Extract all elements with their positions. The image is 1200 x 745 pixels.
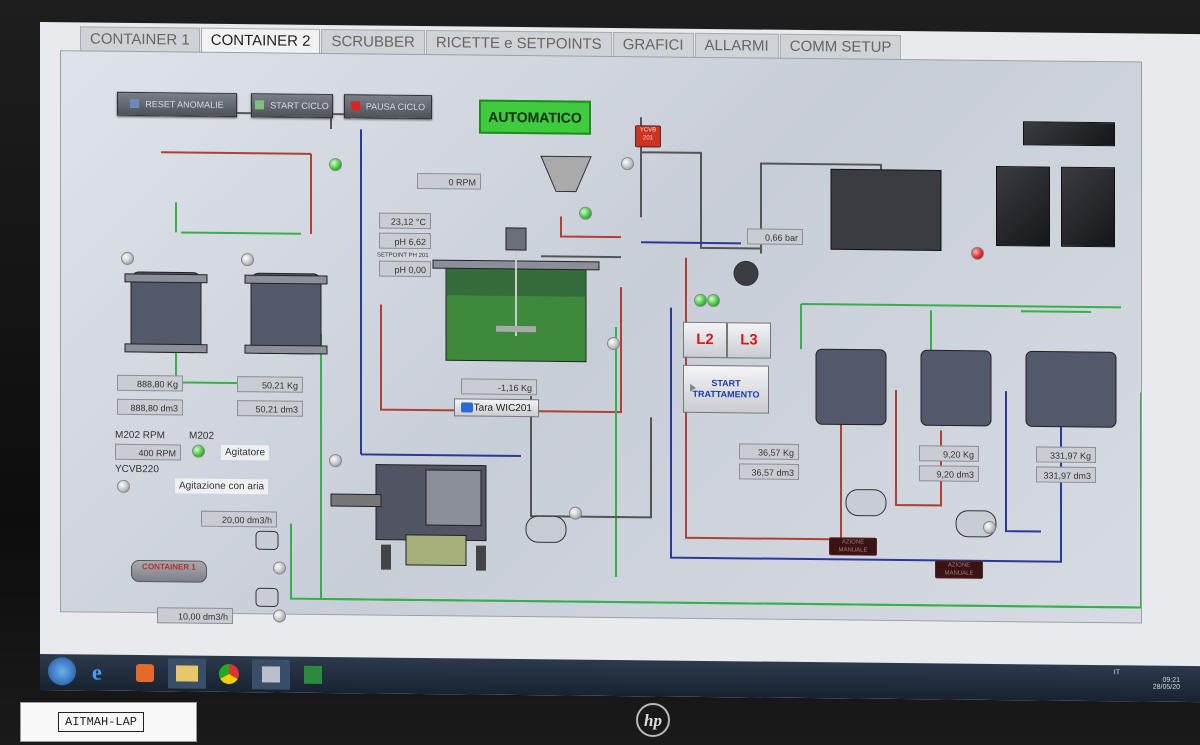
pump-pp202 [525, 515, 567, 543]
chrome-icon[interactable] [210, 659, 248, 689]
reset-icon [130, 98, 140, 109]
excel-icon[interactable] [294, 660, 332, 690]
filter-press [330, 464, 487, 571]
valve-led-2 [241, 253, 254, 267]
tank1-volume: 888,80 dm3 [117, 398, 183, 416]
file-explorer-icon[interactable] [168, 658, 206, 689]
tank-left-1 [124, 271, 208, 354]
pipe-network [124, 111, 1141, 609]
hp-logo: hp [636, 703, 670, 737]
flow-readout-1: 20,00 dm3/h [201, 510, 277, 528]
reset-anomalies-button[interactable]: RESET ANOMALIE [117, 91, 237, 118]
pv-led-2 [273, 609, 286, 623]
tank1-weight: 888,80 Kg [117, 374, 183, 392]
manual-action-label-2: AZIONE MANUALE [935, 560, 983, 579]
pump-led-pp202 [569, 506, 582, 520]
asset-sticker: AITMAH-LAP [20, 702, 197, 742]
check-icon [255, 100, 265, 110]
pressure-readout: 0,66 bar [747, 228, 803, 245]
tank4-volume: 9,20 dm3 [919, 465, 979, 482]
tare-button[interactable]: Tara WIC201 [454, 398, 539, 418]
process-diagram-panel: RESET ANOMALIE START CICLO PAUSA CICLO A… [60, 50, 1142, 625]
start-orb-icon[interactable] [48, 657, 76, 686]
tank-left-2 [244, 272, 328, 355]
valve-ycvb201-tag[interactable]: YCVB 201 [635, 125, 661, 148]
ycvb220-label: YCVB220 [115, 463, 159, 476]
setpoint-ph-readout: pH 0,00 [379, 260, 431, 278]
l3-button[interactable]: L3 [727, 322, 771, 359]
m202-rpm-readout: 400 RPM [115, 443, 181, 461]
valve-led-1 [121, 251, 134, 265]
flow-readout-2: 10,00 dm3/h [157, 607, 233, 625]
alarm-led [971, 246, 984, 260]
setpoint-ph-label: SETPOINT PH 201 [377, 252, 429, 260]
tank4-weight: 9,20 Kg [919, 445, 979, 462]
language-indicator[interactable]: IT [1113, 669, 1120, 677]
tank2-volume: 50,21 dm3 [237, 400, 303, 417]
storage-tank [830, 168, 942, 251]
internet-explorer-icon[interactable]: e [92, 659, 102, 685]
hopper-status-led [579, 206, 592, 220]
control-cabinet-2 [1061, 166, 1115, 248]
valve-led-5 [329, 454, 342, 468]
reactor-temp-readout: 23,12 °C [379, 212, 431, 230]
tab-recipes[interactable]: RICETTE e SETPOINTS [425, 30, 612, 57]
tab-alarms[interactable]: ALLARMI [694, 32, 779, 59]
tab-container-1[interactable]: CONTAINER 1 [80, 26, 200, 53]
asset-tag-text: AITMAH-LAP [58, 712, 145, 732]
reactor-ph-readout: pH 6,62 [379, 232, 431, 250]
l2-button[interactable]: L2 [683, 321, 727, 359]
pump-pp203 [845, 489, 887, 517]
m202-rpm-label: M202 RPM [115, 429, 166, 442]
container-1-button[interactable]: CONTAINER 1 [131, 559, 207, 583]
pause-cycle-button[interactable]: PAUSA CICLO [344, 94, 432, 120]
mode-indicator: AUTOMATICO [479, 99, 591, 135]
media-player-icon[interactable] [126, 658, 164, 688]
tab-charts[interactable]: GRAFICI [612, 31, 694, 58]
pump-status-led-2 [707, 293, 720, 308]
clock-date[interactable]: 28/05/20 [1152, 683, 1180, 691]
pump-led-pp204 [983, 520, 996, 535]
m202-label: M202 [189, 430, 215, 442]
tank3-volume: 36,57 dm3 [739, 463, 799, 480]
control-cabinet-1 [996, 166, 1050, 247]
pv-led-1 [273, 561, 286, 575]
tare-icon [461, 402, 473, 413]
valve-led-3 [607, 336, 620, 351]
manual-action-label-1: AZIONE MANUALE [829, 537, 877, 556]
reactor-weight-readout: -1,16 Kg [461, 378, 537, 396]
pause-icon [350, 101, 360, 111]
hmi-app-icon[interactable] [252, 659, 290, 690]
system-tray: IT 09:21 28/05/20 [1114, 669, 1180, 691]
tank5-weight: 331,97 Kg [1036, 446, 1096, 464]
agitator-rpm-readout: 0 RPM [417, 172, 481, 190]
valve-led-4 [621, 157, 634, 171]
play-icon [690, 383, 696, 392]
air-agitation-button[interactable]: Agitazione con aria [175, 478, 269, 495]
tab-comm-setup[interactable]: COMM SETUP [779, 33, 902, 61]
start-cycle-button[interactable]: START CICLO [251, 93, 333, 119]
status-display [1023, 121, 1115, 147]
tanks-right [815, 348, 1117, 428]
tank2-weight: 50,21 Kg [237, 376, 303, 393]
valve-status-led [329, 158, 342, 172]
agitator-button[interactable]: Agitatore [221, 444, 270, 461]
ycvb220-led [117, 479, 130, 493]
tank3-weight: 36,57 Kg [739, 443, 799, 460]
tank5-volume: 331,97 dm3 [1036, 466, 1096, 484]
reactor-vessel [432, 227, 600, 363]
pump-status-led-1 [694, 293, 707, 307]
tab-scrubber[interactable]: SCRUBBER [321, 28, 425, 56]
screen: CONTAINER 1 CONTAINER 2 SCRUBBER RICETTE… [40, 22, 1200, 703]
m202-status-led [192, 444, 205, 458]
